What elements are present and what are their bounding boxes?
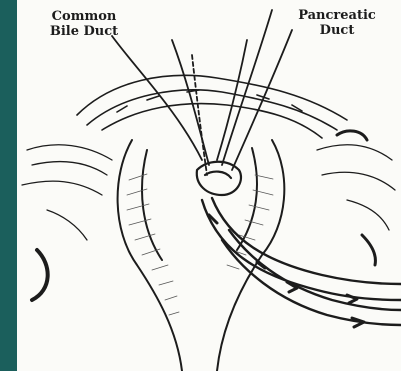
ampulla-illustration xyxy=(17,0,401,371)
catheter-tubes xyxy=(202,198,401,325)
illustration-panel: Common Bile Duct Pancreatic Duct xyxy=(17,0,401,371)
pancreatic-duct-probe xyxy=(217,10,292,170)
ampulla-orifice xyxy=(197,162,241,195)
papilla-body xyxy=(118,140,285,371)
right-mucosa xyxy=(317,131,395,265)
papilla-hatching xyxy=(127,174,273,315)
upper-tissue-fold xyxy=(77,75,347,138)
left-mucosa xyxy=(22,145,112,300)
